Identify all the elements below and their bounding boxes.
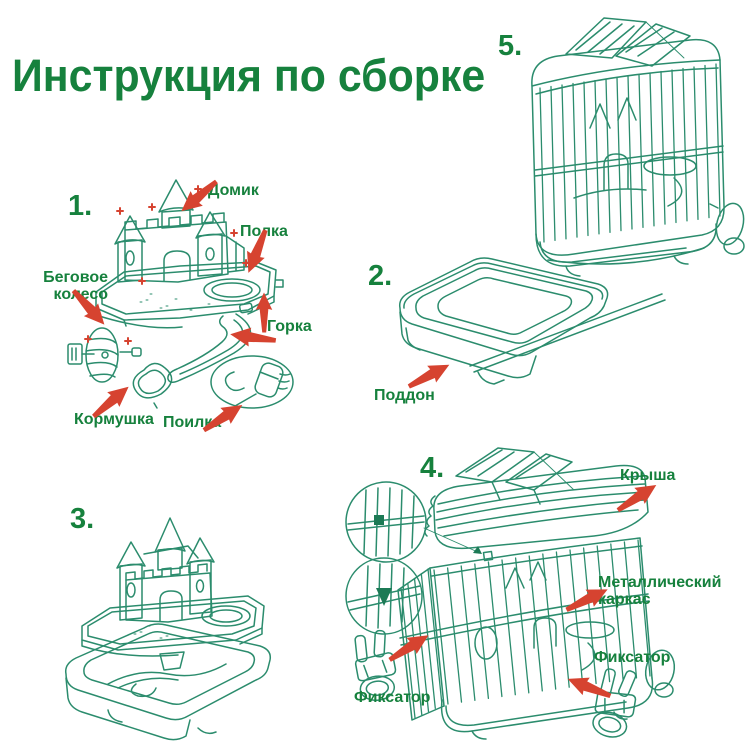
top-door-flaps — [565, 17, 691, 67]
magnifier-circle-bottom — [345, 557, 423, 635]
label-tray: Поддон — [374, 387, 435, 404]
metal-frame-drawing — [397, 537, 676, 740]
step4-number: 4. — [420, 452, 445, 484]
castle-inside-hint — [573, 97, 697, 207]
step3-section: 3. — [48, 488, 293, 746]
running-wheel-drawing — [67, 327, 142, 383]
side-drinker-drawing — [709, 202, 745, 255]
magnifier-circle-top — [345, 481, 427, 563]
step1-number: 1. — [68, 190, 93, 222]
clip-icon-right — [592, 668, 637, 738]
step1-section: 1. Домик Полка Беговое колесо Горка Корм… — [30, 170, 320, 465]
label-slide: Горка — [267, 318, 312, 335]
step5-number: 5. — [498, 30, 523, 62]
castle-house-drawing-small — [116, 517, 215, 623]
tray-arrow-icon — [404, 356, 454, 394]
clip-left-arrow-icon — [384, 627, 433, 667]
slide-arrow-icon — [229, 325, 277, 350]
label-frame: Металлический каркас — [598, 574, 722, 608]
label-feeder: Кормушка — [74, 411, 154, 428]
cage-base-drawing — [535, 223, 717, 277]
sparkle-icons — [84, 185, 250, 345]
drinker-arrow-icon — [199, 397, 248, 438]
roof-panel-drawing — [424, 447, 649, 550]
drinker-drawing — [210, 355, 294, 409]
feeder-drawing — [132, 362, 173, 409]
tray-drawing-small — [64, 623, 272, 741]
roof-arrow-icon — [613, 477, 662, 518]
platform-drawing-small — [81, 595, 265, 671]
feeder-arrow-icon — [87, 379, 134, 423]
label-clip-right: Фиксатор — [594, 649, 671, 666]
label-roof: Крыша — [620, 467, 676, 484]
step5-section: 5. — [478, 8, 750, 298]
step2-number: 2. — [368, 260, 393, 292]
wheel-arrow-icon — [67, 284, 112, 331]
step4-section: 4. Крыша Металлический каркас Фиксатор Ф… — [338, 438, 750, 750]
label-clip-left: Фиксатор — [354, 689, 431, 706]
clip-right-arrow-icon — [564, 670, 614, 705]
house-arrow-icon — [175, 174, 222, 218]
label-house: Домик — [208, 182, 259, 199]
cage-drawing — [531, 17, 745, 277]
slide-up-arrow-icon — [255, 287, 275, 333]
shelf-arrow-icon — [240, 227, 275, 277]
page-title: Инструкция по сборке — [12, 50, 486, 101]
step3-number: 3. — [70, 503, 95, 535]
frame-arrow-icon — [562, 581, 612, 618]
